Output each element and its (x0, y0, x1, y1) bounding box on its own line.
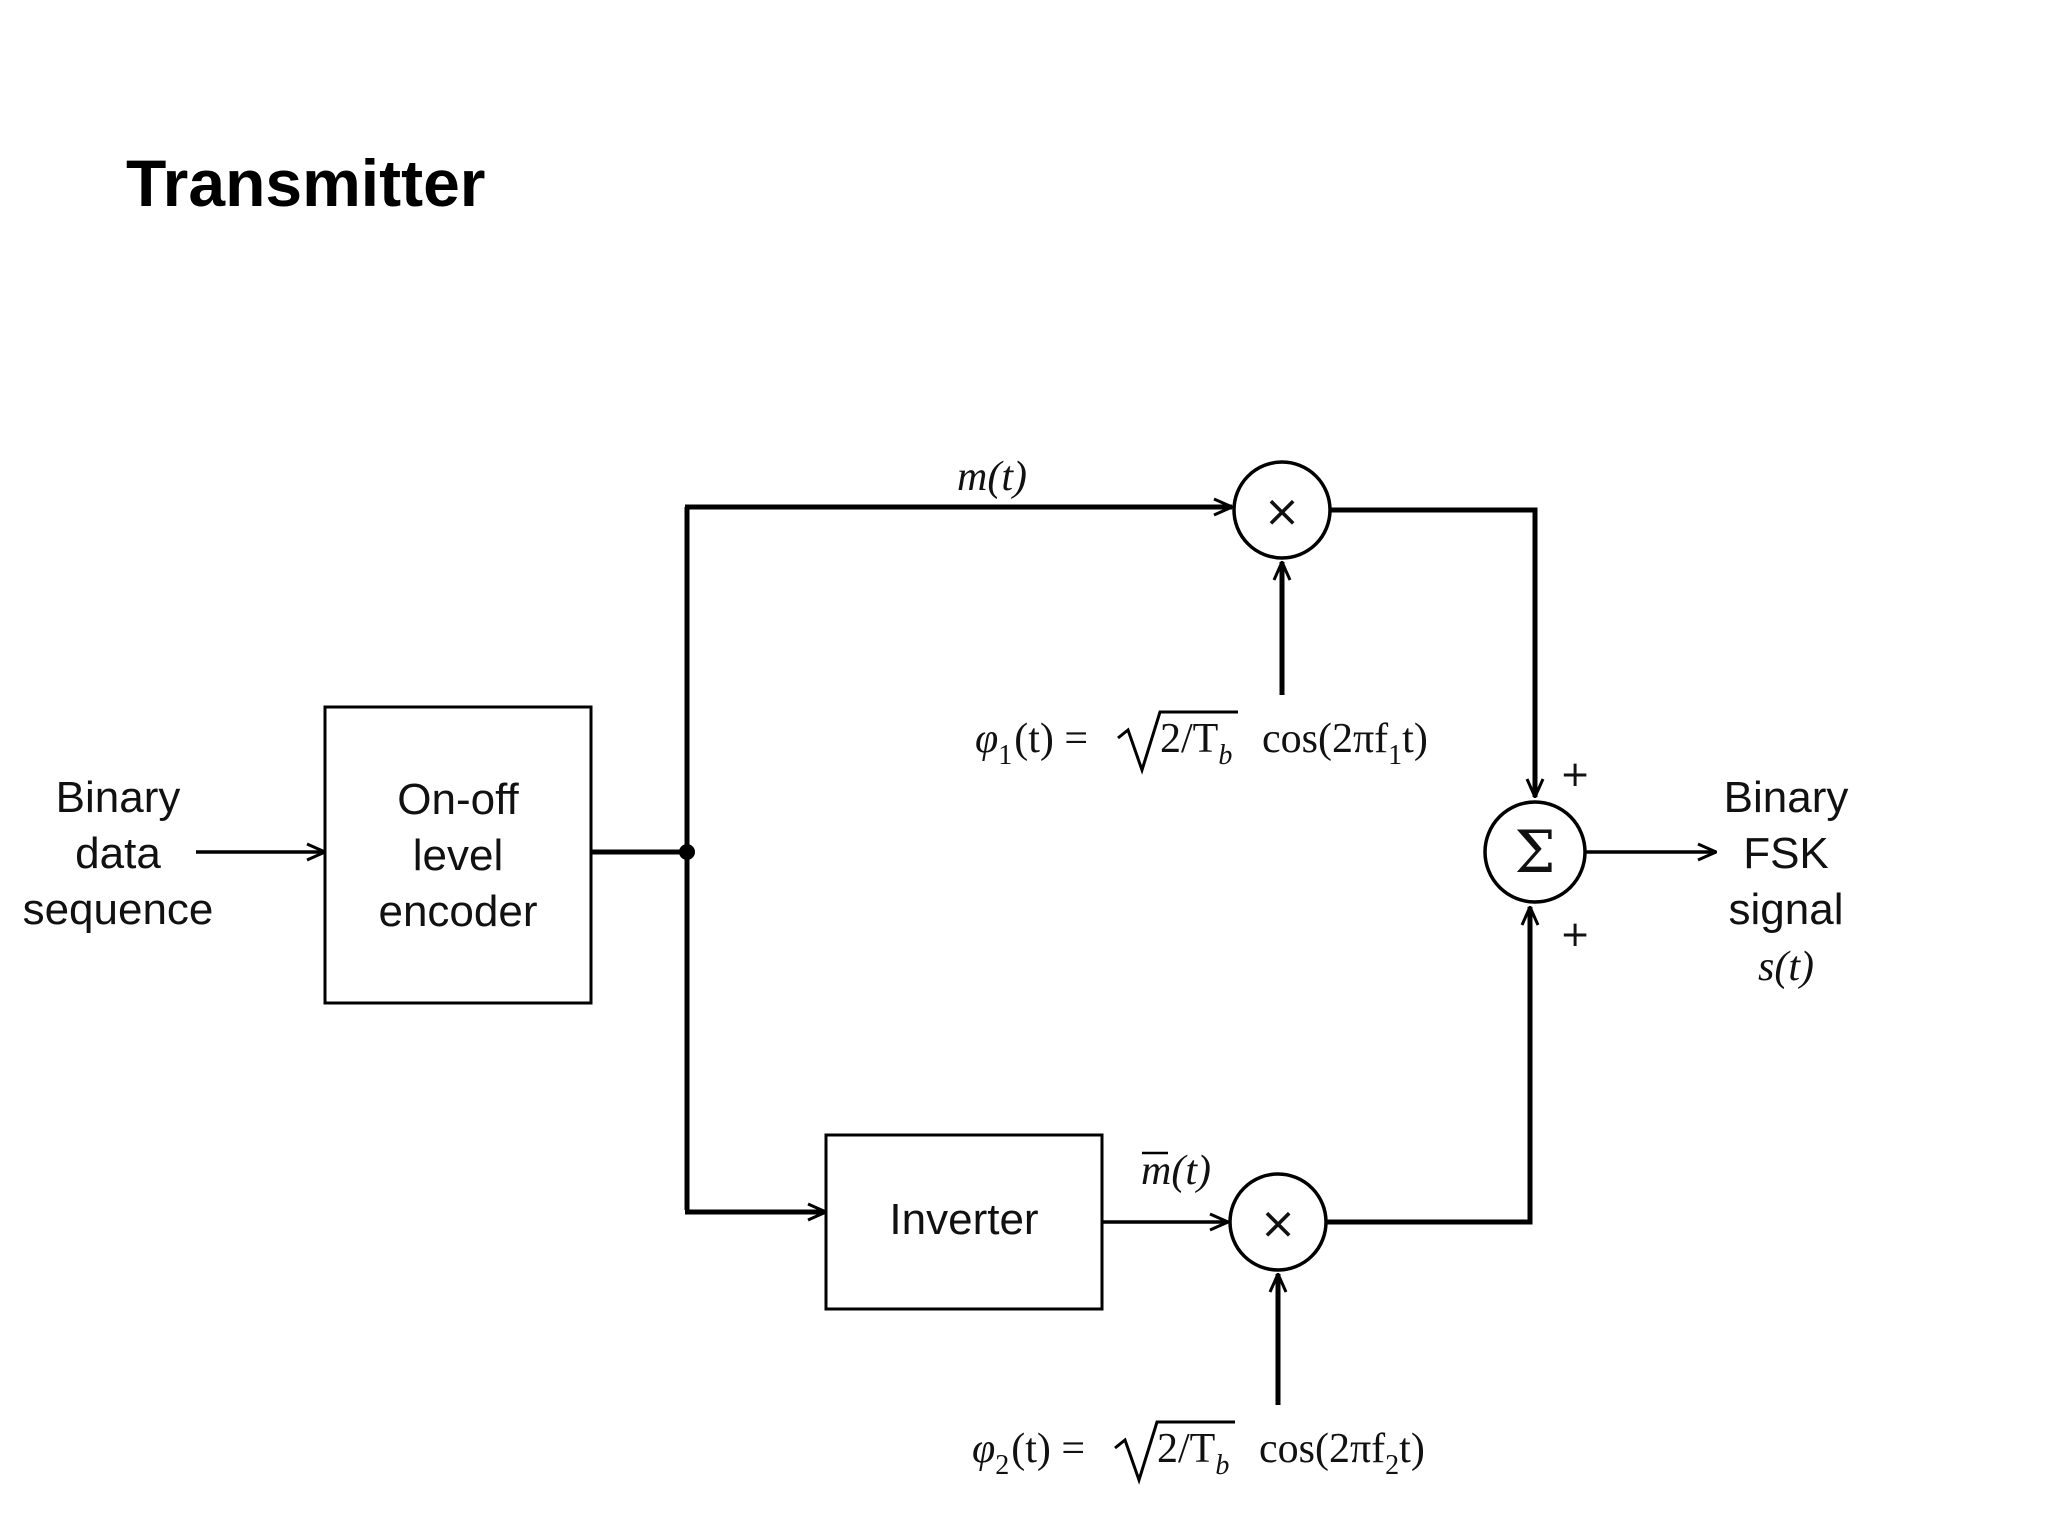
encoder-box (323, 705, 593, 1005)
output-label-line3: signal (1729, 885, 1844, 934)
phi2-sqrt-sign (1114, 1420, 1235, 1485)
encoder-label-line1: On-off (397, 775, 519, 824)
encoder-label-line3: encoder (378, 887, 537, 936)
multiplier-2-symbol: × (1260, 1198, 1297, 1249)
lower-signal-label: m(t) (1141, 1148, 1211, 1194)
phi1-sqrt-arg: 2/Tb (1160, 716, 1232, 771)
output-label-line2: FSK (1743, 829, 1829, 878)
input-label-line3: sequence (23, 885, 214, 934)
summer-plus-top: + (1560, 754, 1590, 795)
phi1-cos: cos(2πf1t) (1262, 716, 1428, 771)
input-label-line1: Binary (56, 773, 181, 822)
phi2-formula: φ2(t) = (972, 1426, 1085, 1481)
summer-symbol: Σ (1514, 818, 1555, 886)
phi2-cos: cos(2πf2t) (1259, 1426, 1425, 1481)
multiplier-2-output-wire (1326, 907, 1530, 1225)
output-label-line1: Binary (1724, 773, 1849, 822)
encoder-label-line2: level (413, 831, 504, 880)
multiplier-1-symbol: × (1264, 486, 1301, 537)
input-label-line2: data (75, 829, 161, 878)
phi2-sqrt-arg: 2/Tb (1157, 1426, 1229, 1481)
inverter-label: Inverter (889, 1195, 1038, 1244)
multiplier-1-output-wire (1330, 507, 1535, 797)
upper-signal-label: m(t) (957, 454, 1027, 500)
output-label-line4: s(t) (1758, 944, 1814, 990)
summer-plus-bottom: + (1560, 914, 1590, 955)
phi1-formula: φ1(t) = (975, 716, 1088, 771)
slide-title: Transmitter (126, 146, 486, 220)
inverter-box (824, 1133, 1104, 1311)
phi1-sqrt-sign (1117, 710, 1238, 775)
